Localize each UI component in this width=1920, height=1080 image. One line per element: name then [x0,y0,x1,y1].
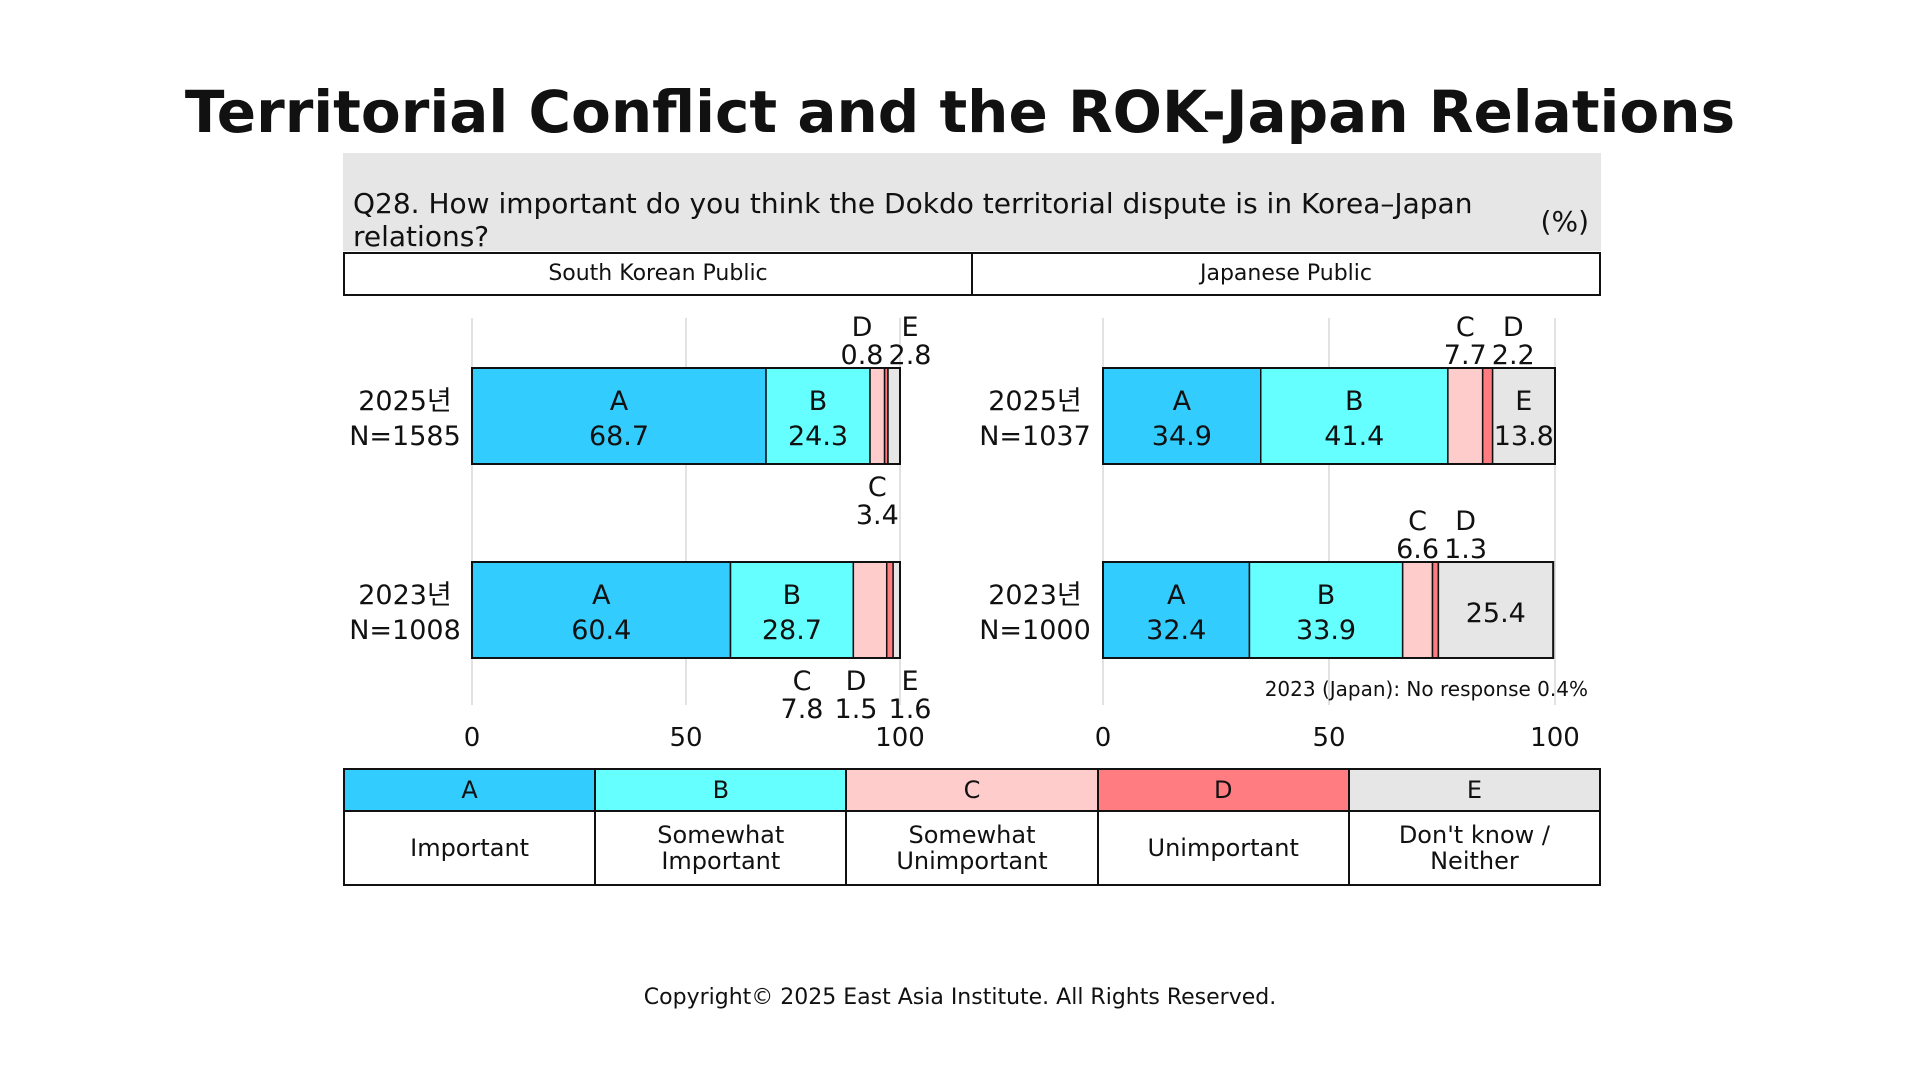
panel-header-left: South Korean Public [343,252,973,296]
legend-key: E [1349,770,1600,812]
data-label-value: 7.8 [781,694,824,725]
legend-item-a: A Important [345,770,597,884]
data-label-key: C [1408,506,1427,537]
data-label-key: D [1503,312,1524,343]
legend-item-b: B Somewhat Important [596,770,848,884]
row-label-year: 2025년 [358,386,452,417]
legend-label: Important [410,834,530,862]
data-label-key: E [901,666,918,697]
data-label-value: 1.3 [1444,534,1487,565]
data-label-value: 34.9 [1152,421,1212,452]
data-label-value: 6.6 [1396,534,1439,565]
data-label-key: A [610,386,629,417]
data-label-value: 7.7 [1444,340,1487,371]
legend-key: A [345,770,595,812]
data-label-key: E [1515,386,1532,417]
no-response-note: 2023 (Japan): No response 0.4% [1265,677,1588,701]
bar-segment-c [1401,561,1434,659]
data-label-value: 2.2 [1492,340,1535,371]
legend-table: A Important B Somewhat Important C Somewhat U… [343,768,1601,886]
bar-segment-a [1102,367,1262,465]
data-label-value: 3.4 [856,500,899,531]
legend-label: Don't know / Neither [1398,821,1550,875]
bar-segment-e [887,367,901,465]
legend-key: D [1098,770,1348,812]
data-label-key: B [1345,386,1364,417]
bar-outline [1102,367,1556,465]
row-label-year: 2023년 [988,580,1082,611]
data-label-value: 24.3 [788,421,848,452]
x-tick-label: 50 [669,723,702,753]
x-tick-label: 100 [875,723,925,753]
data-label-value: 25.4 [1466,598,1526,629]
data-label-value: 1.5 [835,694,878,725]
data-label-key: E [901,312,918,343]
legend-label: Unimportant [1147,834,1299,862]
legend-item-d: D Unimportant [1098,770,1350,884]
data-label-key: C [868,472,887,503]
question-box: Q28. How important do you think the Dokd… [343,153,1601,253]
data-label-value: 68.7 [589,421,649,452]
row-label-n: N=1585 [349,421,461,452]
x-tick-label: 0 [464,723,481,753]
legend-key: C [847,770,1097,812]
data-label-key: D [852,312,873,343]
data-label-value: 28.7 [762,615,822,646]
data-label-value: 41.4 [1324,421,1384,452]
data-label-value: 32.4 [1146,615,1206,646]
data-label-value: 60.4 [571,615,631,646]
legend-key: B [596,770,846,812]
row-label-n: N=1000 [979,615,1091,646]
bar-segment-c [852,561,888,659]
row-label-year: 2025년 [988,386,1082,417]
bar-segment-e [892,561,901,659]
bar-outline [471,367,901,465]
data-label-key: D [846,666,867,697]
bar-segment-a [1102,561,1251,659]
data-label-key: B [783,580,802,611]
data-label-key: D [1455,506,1476,537]
copyright: Copyright© 2025 East Asia Institute. All… [643,985,1277,1010]
data-label-key: A [1173,386,1192,417]
bar-segment-c [869,367,886,465]
bar-outline [471,561,901,659]
legend-item-e: E Don't know / Neither [1349,770,1600,884]
data-label-value: 33.9 [1296,615,1356,646]
bar-segment-a [471,561,732,659]
data-label-key: A [1167,580,1186,611]
data-label-key: B [1317,580,1336,611]
bar-segment-d [1431,561,1440,659]
data-label-key: B [809,386,828,417]
data-label-key: A [592,580,611,611]
bar-segment-b [1259,367,1449,465]
x-tick-label: 0 [1095,723,1112,753]
legend-item-c: C Somewhat Unimportant [847,770,1099,884]
data-label-value: 13.8 [1494,421,1554,452]
bar-outline [1102,561,1555,659]
legend-label: Somewhat Unimportant [896,821,1048,875]
x-tick-label: 100 [1530,723,1580,753]
bar-segment-d [885,561,894,659]
row-label-n: N=1037 [979,421,1091,452]
data-label-value: 2.8 [889,340,932,371]
panel-header-right: Japanese Public [971,252,1601,296]
row-label-n: N=1008 [349,615,461,646]
row-label-year: 2023년 [358,580,452,611]
page-title: Territorial Conflict and the ROK-Japan R… [184,78,1736,146]
data-label-value: 0.8 [841,340,884,371]
legend-label: Somewhat Important [657,821,785,875]
data-label-key: C [1456,312,1475,343]
unit-label: (%) [1540,205,1589,238]
bar-segment-c [1447,367,1484,465]
x-tick-label: 50 [1312,723,1345,753]
data-label-value: 1.6 [889,694,932,725]
data-label-key: C [793,666,812,697]
bar-segment-d [1481,367,1494,465]
bar-segment-b [729,561,855,659]
question-text: Q28. How important do you think the Dokd… [353,187,1473,253]
bar-segment-b [1248,561,1404,659]
